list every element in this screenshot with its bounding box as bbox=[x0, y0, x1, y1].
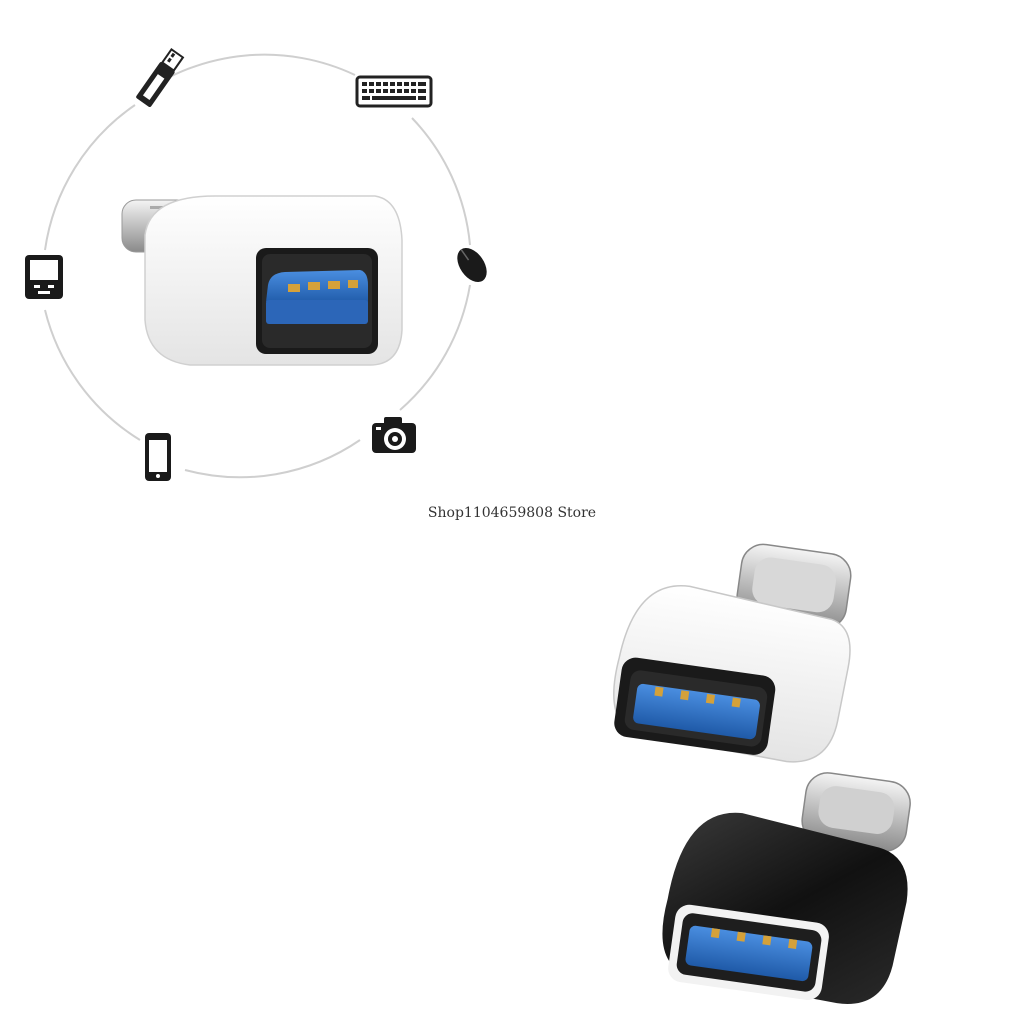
mp3-player-icon bbox=[25, 255, 63, 299]
black-usb-c-otg-adapter bbox=[662, 772, 911, 1004]
store-watermark: Shop1104659808 Store bbox=[427, 505, 597, 521]
keyboard-icon bbox=[355, 75, 433, 108]
mouse-icon bbox=[457, 247, 487, 283]
device-circle bbox=[44, 53, 471, 479]
usb-flash-drive-icon bbox=[136, 48, 185, 107]
white-usb-c-otg-adapter bbox=[613, 543, 852, 763]
smartphone-icon bbox=[145, 433, 171, 481]
camera-icon bbox=[372, 417, 416, 453]
center-adapter bbox=[121, 195, 403, 366]
